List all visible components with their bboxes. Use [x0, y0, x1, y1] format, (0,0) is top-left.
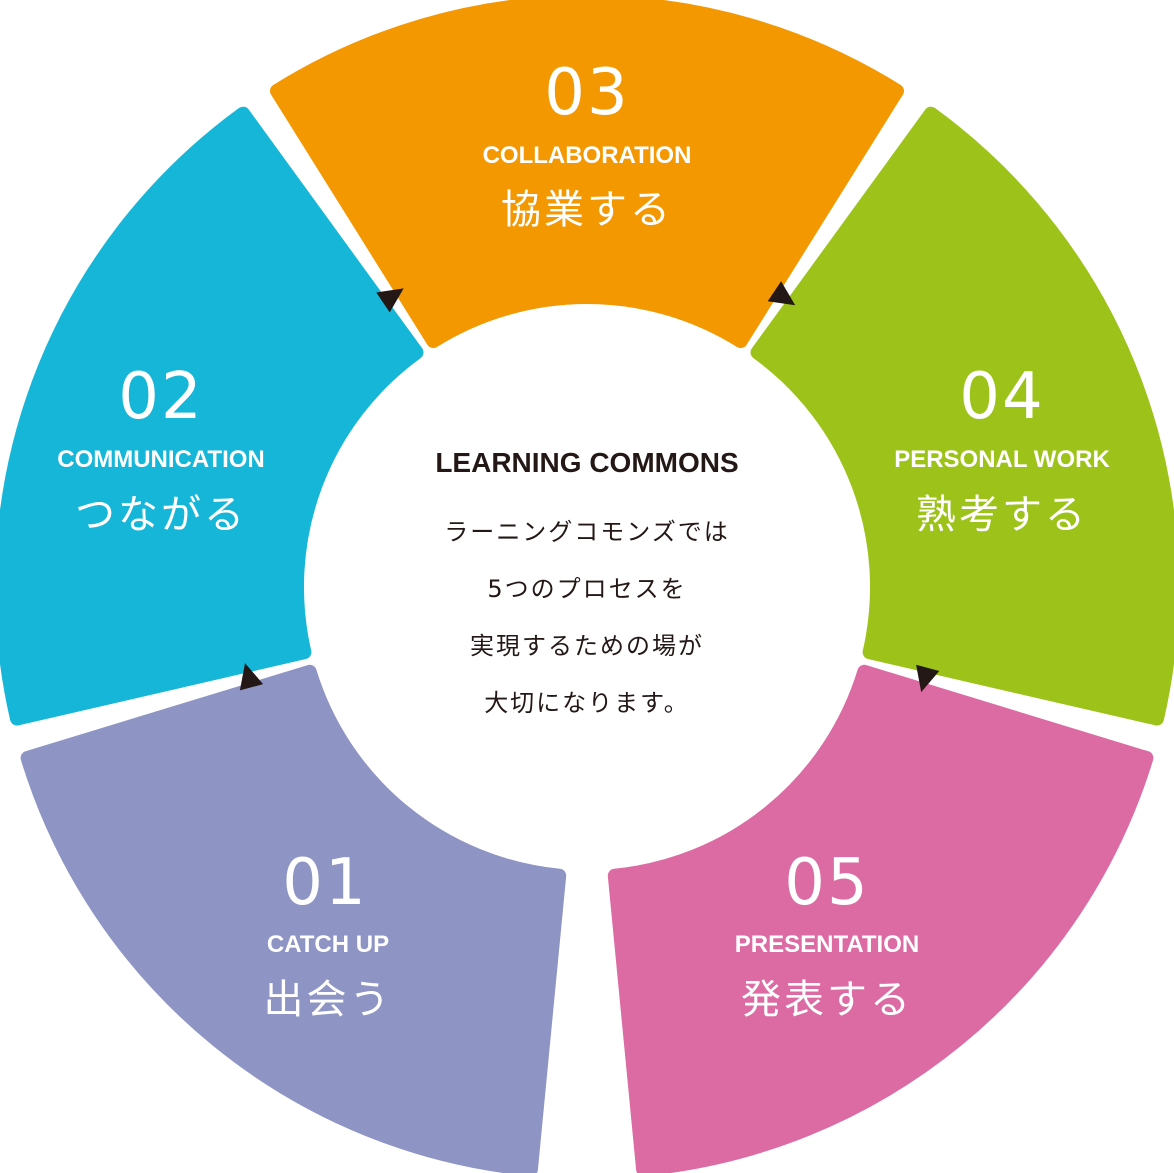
segment-03-japanese-label: 協業する — [501, 187, 673, 233]
segment-05-japanese-label: 発表する — [741, 977, 913, 1023]
segment-03-english-label: COLLABORATION — [483, 142, 692, 169]
center-line-2: 5つのプロセスを — [487, 575, 686, 603]
center-line-1: ラーニングコモンズでは — [444, 518, 730, 546]
segment-02-japanese-label: つながる — [75, 492, 247, 538]
segment-01-number: 01 — [282, 846, 367, 920]
segment-03-shape — [270, 0, 904, 349]
center-line-3: 実現するための場が — [470, 632, 704, 660]
flow-arrow-1-icon — [239, 663, 264, 691]
segment-01-shape — [20, 664, 567, 1173]
segment-03-number: 03 — [544, 56, 629, 130]
segment-04-number: 04 — [959, 360, 1044, 434]
segment-04-english-label: PERSONAL WORK — [894, 446, 1110, 473]
segment-05-number: 05 — [784, 846, 869, 920]
segment-04-japanese-label: 熟考する — [916, 492, 1088, 538]
segment-04-shape — [750, 106, 1174, 726]
flow-arrow-2-icon — [376, 288, 404, 313]
center-title: LEARNING COMMONS — [435, 447, 738, 478]
flow-arrow-3-icon — [767, 281, 796, 306]
arrows-layer — [239, 281, 940, 693]
segment-01-english-label: CATCH UP — [267, 931, 389, 958]
segment-01-japanese-label: 出会う — [264, 977, 393, 1023]
flow-arrow-4-icon — [916, 664, 940, 693]
segment-02-english-label: COMMUNICATION — [57, 446, 265, 473]
segment-02-number: 02 — [118, 360, 203, 434]
segment-05-english-label: PRESENTATION — [735, 931, 919, 958]
labels-layer: 01 CATCH UP 出会う 02 COMMUNICATION つながる 03… — [57, 56, 1110, 1023]
segment-05-shape — [607, 664, 1154, 1173]
segment-02-shape — [0, 106, 424, 726]
center-line-4: 大切になります。 — [484, 689, 690, 717]
